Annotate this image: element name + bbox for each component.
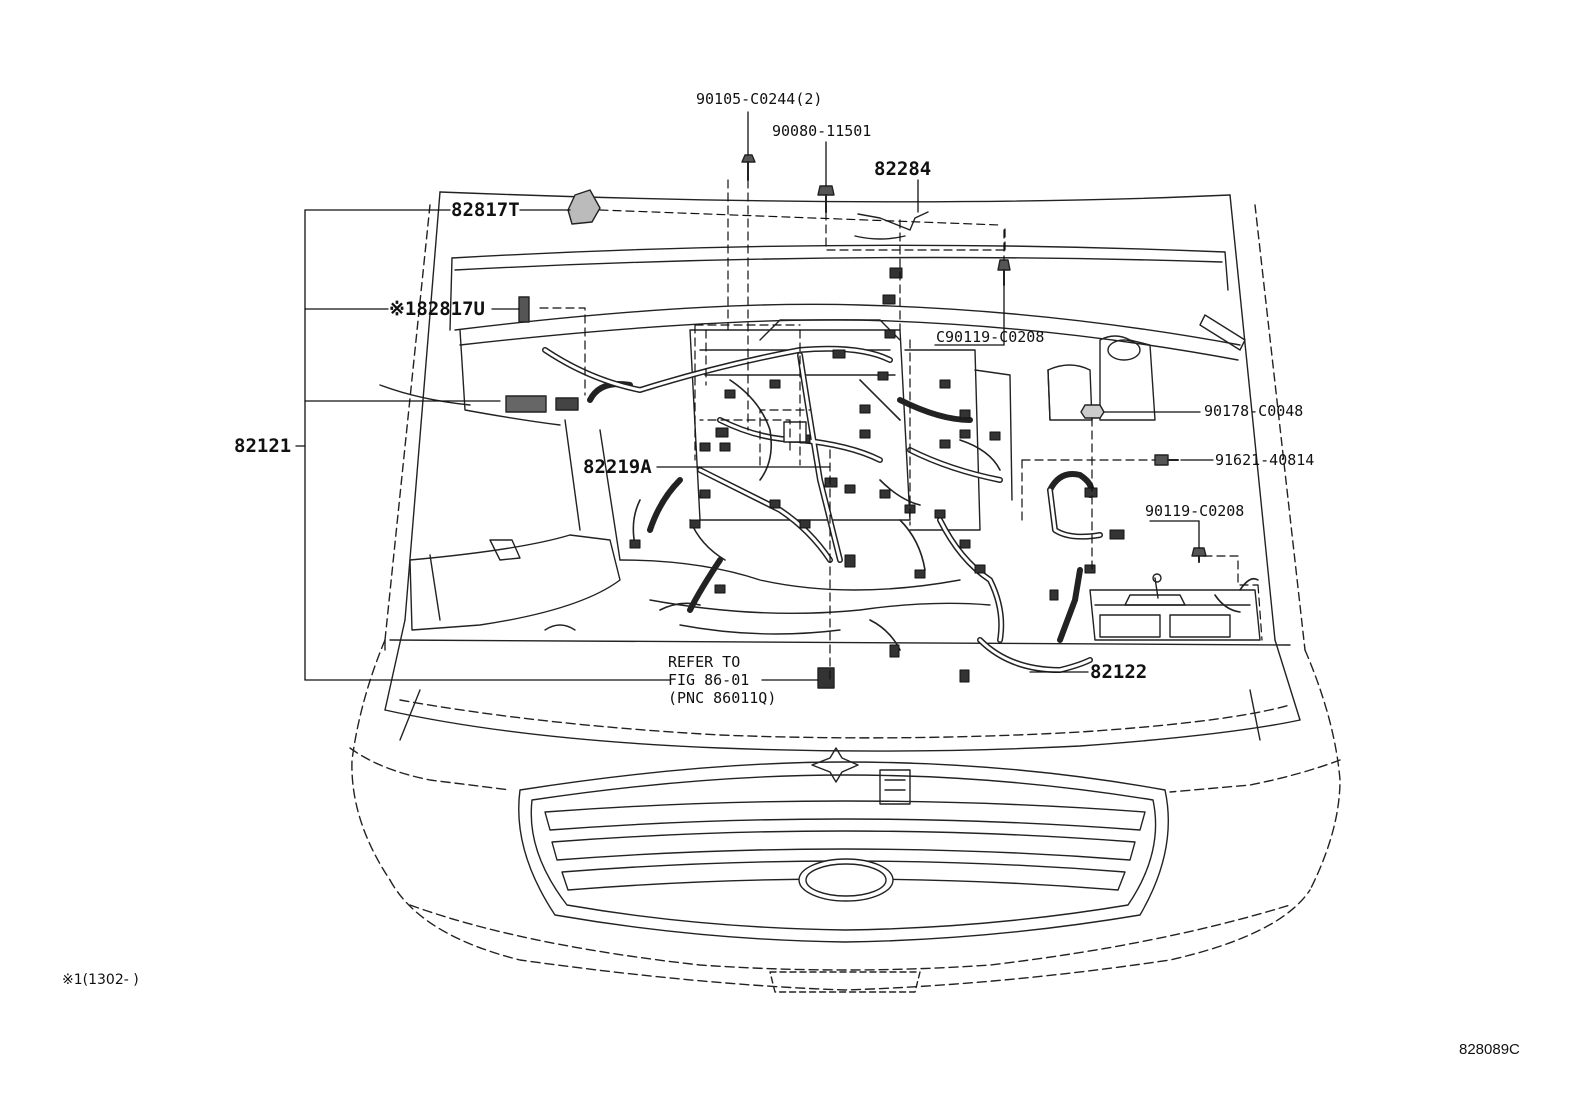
- label-90119-c0208: 90119-C0208: [1145, 502, 1245, 520]
- fenders: [351, 619, 1341, 891]
- label-82219a: 82219A: [583, 456, 652, 478]
- engine-block: [619, 319, 1013, 635]
- label-82121: 82121: [234, 435, 292, 457]
- label-82284: 82284: [874, 158, 932, 180]
- figure-id: 828089C: [1459, 1041, 1520, 1058]
- fasteners: [505, 154, 1207, 689]
- label-82122: 82122: [1090, 661, 1148, 683]
- label-refer-to: REFER TO: [668, 653, 741, 671]
- hood-outline: [384, 191, 1306, 651]
- air-intake: [379, 329, 621, 631]
- label-90080-11501: 90080-11501: [772, 122, 872, 140]
- label-82817t: 82817T: [451, 199, 520, 221]
- reservoir-tank: [1047, 335, 1156, 421]
- wire-harness-inner: [543, 347, 1102, 672]
- front-body: [349, 689, 1341, 993]
- leader-lines: [295, 111, 1214, 681]
- label-pnc-86011q: (PNC 86011Q): [668, 689, 777, 707]
- footnote: ※1(1302- ): [62, 972, 139, 988]
- dashed-leaders: [539, 179, 1263, 681]
- label-91621-40814: 91621-40814: [1215, 451, 1315, 469]
- label-90105-c0244: 90105-C0244(2): [696, 90, 823, 108]
- label-90178-c0048: 90178-C0048: [1204, 402, 1304, 420]
- battery: [1089, 573, 1261, 641]
- label-82817u: ※182817U: [389, 298, 485, 320]
- label-c90119-c0208: C90119-C0208: [936, 328, 1045, 346]
- wire-harness-main: [542, 345, 1103, 673]
- label-fig-86-01: FIG 86-01: [668, 671, 750, 689]
